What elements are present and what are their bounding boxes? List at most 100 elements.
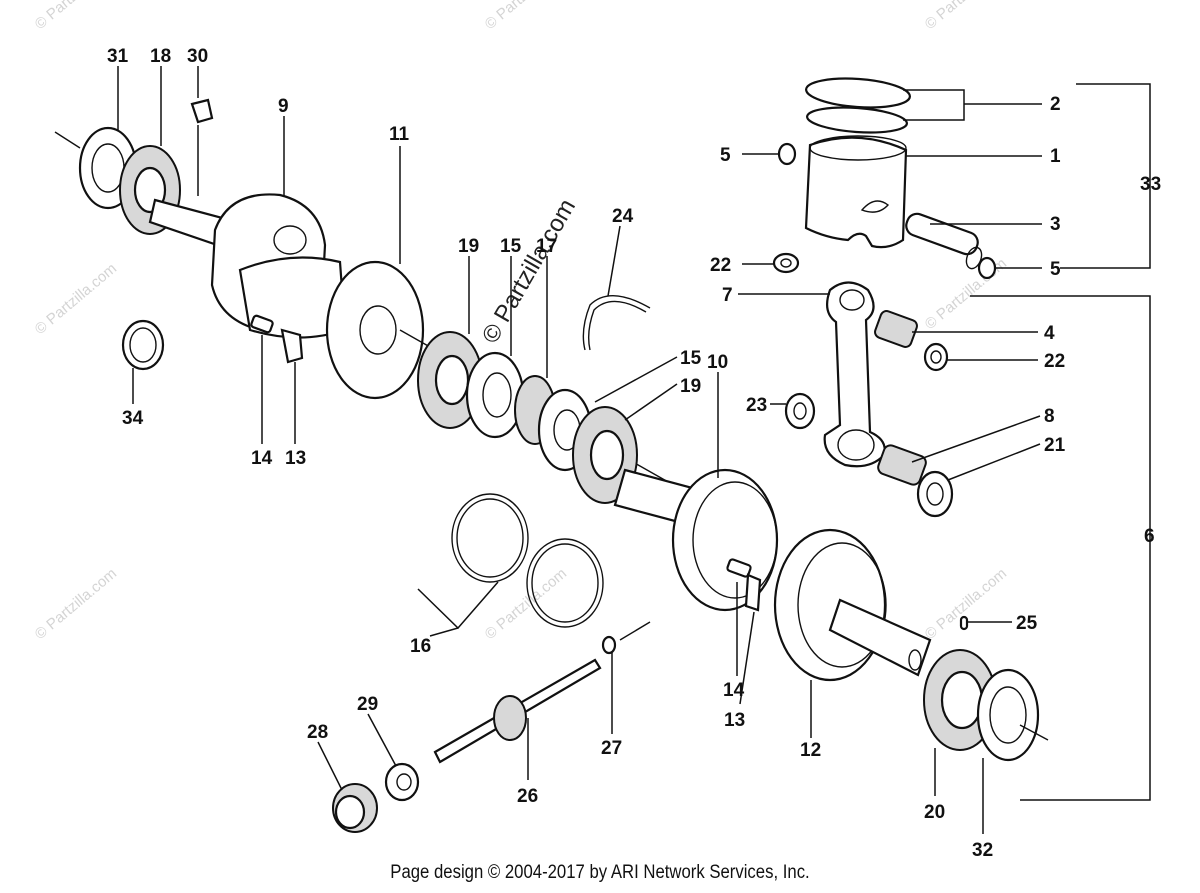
callout-15b: 15: [680, 348, 702, 369]
leader-24: [607, 225, 621, 297]
callout-14a: 14: [251, 448, 273, 469]
callout-8: 8: [1044, 406, 1055, 427]
callout-5b: 5: [1050, 259, 1061, 280]
bracket-6: [970, 295, 1151, 801]
callout-7: 7: [722, 285, 733, 306]
crank-web-10: [671, 468, 779, 612]
callout-32: 32: [972, 840, 993, 861]
drive-shaft-assembly: [332, 621, 651, 833]
callout-22a: 22: [710, 255, 731, 276]
callout-3: 3: [1050, 214, 1061, 235]
callout-11: 11: [389, 124, 410, 145]
seal-15-left-inner: [482, 372, 512, 418]
split-ring-16-a-inner: [456, 498, 524, 578]
rod-big-end-bore: [837, 429, 875, 461]
oil-seal-32: [976, 668, 1040, 762]
center-bearing-assembly: [399, 295, 701, 628]
oil-seal-32-inner: [989, 686, 1027, 744]
leader-21: [947, 443, 1041, 481]
thrust-washer-21-hole: [926, 482, 944, 506]
seal-15-left: [465, 351, 525, 439]
callout-19a: 19: [458, 236, 479, 257]
callout-1: 1: [1050, 146, 1061, 167]
callout-6: 6: [1144, 526, 1155, 547]
callout-15a: 15: [500, 236, 522, 257]
callout-29: 29: [357, 694, 378, 715]
leader-29: [367, 713, 397, 767]
piston-ring-bottom: [806, 106, 908, 134]
piston-pin: [905, 212, 979, 256]
callout-23: 23: [746, 395, 767, 416]
needle-bearing-small: [874, 310, 918, 348]
watermark: © Partzilla.com: [482, 0, 570, 33]
callout-12: 12: [800, 740, 821, 761]
callout-16: 16: [410, 636, 431, 657]
callout-34: 34: [122, 408, 144, 429]
drive-gear-26: [493, 695, 527, 741]
crankshaft-left-assembly: [54, 98, 425, 400]
axis-line-left: [54, 131, 81, 149]
piston-crown: [809, 135, 907, 161]
crank-web-12-face: [797, 542, 887, 668]
crankshaft-right-assembly: [613, 468, 1049, 762]
split-ring-16-b-inner: [531, 543, 599, 623]
leader-13b: [739, 611, 755, 705]
bearing-29-inner: [396, 773, 412, 791]
center-watermark: © Partzilla.com: [477, 194, 581, 348]
callout-18: 18: [150, 46, 171, 67]
snap-ring-24-inner: [587, 300, 647, 351]
watermark: © Partzilla.com: [922, 0, 1010, 33]
leader-15b: [594, 356, 678, 403]
roller-bearing-20-inner: [940, 670, 984, 730]
callout-5a: 5: [720, 145, 731, 166]
thrust-washer-22-lower: [923, 342, 949, 372]
crank-shaft-stub-right: [828, 598, 932, 677]
lock-plate-13-left: [280, 328, 304, 364]
thrust-washer-23-hole: [793, 402, 807, 420]
callout-labels: 31 18 30 9 11 19 15 17 24 15 19 10 34 14…: [107, 46, 1161, 861]
callout-2: 2: [1050, 94, 1061, 115]
leader-28: [317, 741, 343, 791]
needle-bearing-large: [877, 444, 927, 486]
flywheel-11: [325, 260, 425, 400]
callout-20: 20: [924, 802, 945, 823]
callout-33: 33: [1140, 174, 1161, 195]
ball-bearing-19-right-inner: [589, 429, 625, 481]
piston-pin-boss: [860, 200, 890, 213]
ball-bearing-19-left-inner: [434, 354, 470, 406]
callout-26: 26: [517, 786, 538, 807]
circlip-left: [777, 142, 797, 166]
watermark: © Partzilla.com: [32, 260, 120, 338]
callout-28: 28: [307, 722, 328, 743]
bearing-29: [384, 762, 420, 802]
watermark: © Partzilla.com: [32, 565, 120, 643]
callout-13b: 13: [724, 710, 745, 731]
leader-16: [417, 581, 499, 630]
thrust-washer-23: [784, 392, 816, 430]
thrust-washer-21: [916, 470, 954, 518]
piston-ring-top: [805, 77, 911, 109]
rod-small-end-bore: [839, 289, 865, 311]
callout-27: 27: [601, 738, 622, 759]
crank-web-9-hole: [273, 225, 307, 255]
watermark: © Partzilla.com: [922, 255, 1010, 333]
watermark: © Partzilla.com: [32, 0, 120, 33]
leader-8: [911, 415, 1041, 463]
bracket-33: [1060, 83, 1151, 269]
callout-31: 31: [107, 46, 129, 67]
crank-web-10-face: [692, 481, 778, 599]
crank-pin-14-right: [726, 558, 752, 578]
circlip-right: [977, 256, 997, 280]
callout-4: 4: [1044, 323, 1055, 344]
lock-plate-13-right: [744, 573, 762, 612]
snap-ring-24: [582, 295, 651, 351]
callout-19b: 19: [680, 376, 701, 397]
callout-13a: 13: [285, 448, 306, 469]
callout-24: 24: [612, 206, 634, 227]
split-ring-16-b: [526, 538, 604, 628]
split-ring-16-a: [451, 493, 529, 583]
leader-16b: [429, 627, 459, 637]
thrust-washer-22-lower-hole: [930, 350, 942, 364]
callout-14b: 14: [723, 680, 745, 701]
